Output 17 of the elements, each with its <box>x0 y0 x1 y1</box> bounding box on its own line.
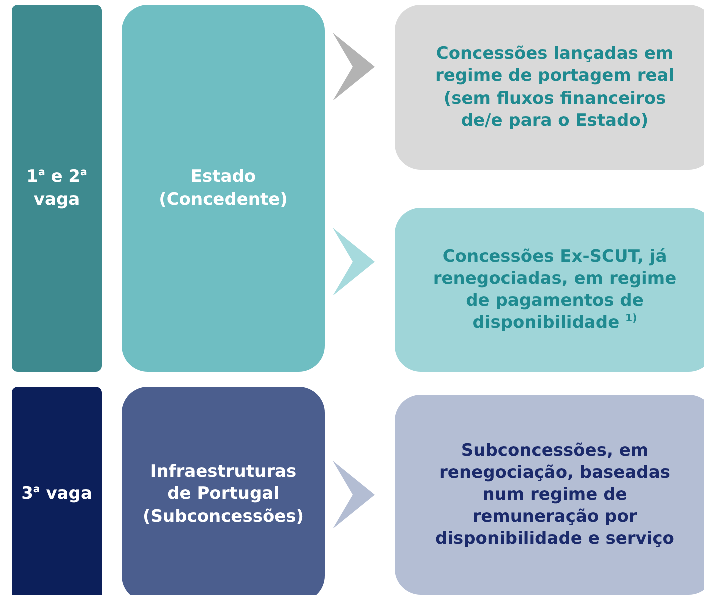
box-text: Infraestruturas de Portugal (Subconcessões) <box>142 461 306 528</box>
text-box <box>122 387 325 595</box>
text-box <box>395 208 704 372</box>
chevron-arrow <box>333 228 375 296</box>
text-box <box>395 5 704 170</box>
chevron-arrow <box>333 33 375 101</box>
box-text: 3$^{a}$ vaga <box>22 483 92 506</box>
text-box <box>12 5 102 372</box>
box-text: Concessões lançadas em regime de portagem real (sem fluxos financeiros de/e para o Estado) <box>434 43 676 132</box>
text-box <box>395 395 704 595</box>
box-text: Estado (Concedente) <box>158 166 289 211</box>
text-box <box>12 387 102 595</box>
text-box <box>122 5 325 372</box>
box-text: Subconcessões, em renegociação, baseadas num regime de remuneração por disponibilidade e serviço <box>434 440 676 550</box>
box-text: 1$^{a}$ e 2$^{a}$ vaga <box>26 166 88 211</box>
box-text: Concessões Ex-SCUT, já renegociadas, em regime de pagamentos de disponibilidade $^{1)}$ <box>432 246 678 334</box>
chevron-arrow <box>333 461 375 529</box>
